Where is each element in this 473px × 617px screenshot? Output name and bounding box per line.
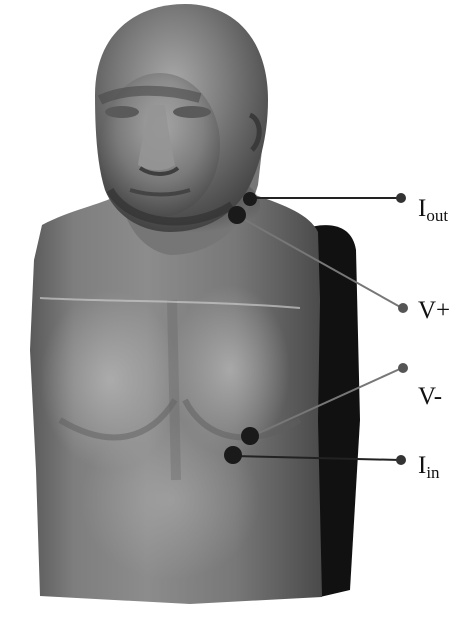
- leader-dot-iout: [396, 193, 406, 203]
- leader-dot-iin: [396, 455, 406, 465]
- electrode-iout: [243, 192, 257, 206]
- eye-left: [105, 106, 139, 118]
- label-v-plus: V+: [418, 298, 450, 323]
- label-i-out: Iout: [418, 196, 448, 224]
- label-v-minus: V-: [418, 384, 442, 409]
- eye-right: [173, 106, 211, 118]
- sternum-shade: [172, 300, 176, 480]
- electrode-vminus: [241, 427, 259, 445]
- leader-dot-vplus: [398, 303, 408, 313]
- leader-dot-vminus: [398, 363, 408, 373]
- electrode-iin: [224, 446, 242, 464]
- label-i-in: Iin: [418, 453, 440, 481]
- electrode-vplus: [228, 206, 246, 224]
- abdomen-highlight: [80, 420, 260, 580]
